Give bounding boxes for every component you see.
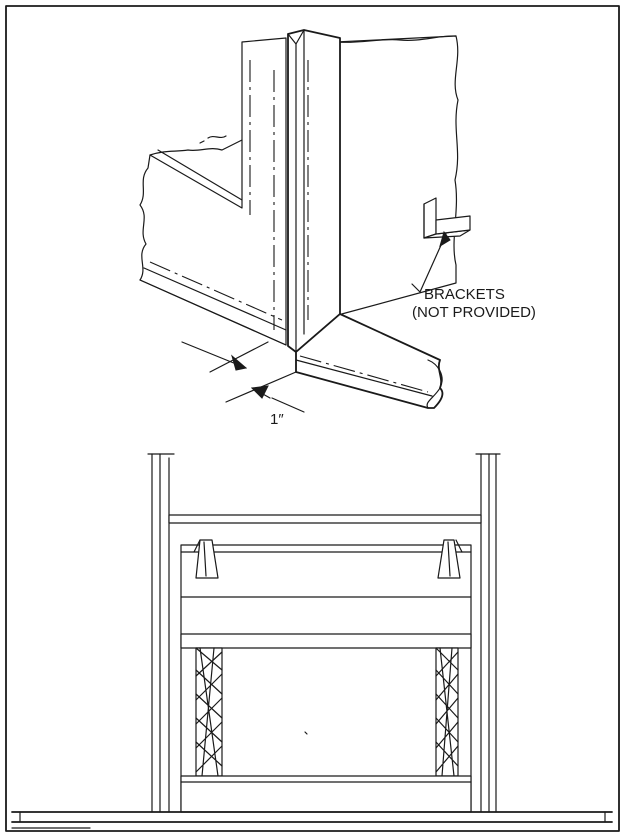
left-stud — [151, 453, 170, 813]
brackets-label-line1: BRACKETS — [424, 286, 505, 303]
left-panel-top-face — [149, 139, 243, 156]
dimension-callout — [181, 341, 305, 413]
floor-line — [11, 811, 613, 823]
bracket-arrowhead — [439, 230, 451, 248]
back-wall-top-edge — [335, 35, 457, 43]
front-elevation-view — [11, 453, 613, 829]
wall-bracket — [423, 197, 471, 239]
unit-top-rail — [180, 544, 472, 598]
isometric-stud-view: BRACKETS (NOT PROVIDED) 1″ — [139, 29, 536, 428]
left-insulation — [195, 647, 223, 777]
right-hanger-bracket — [437, 539, 463, 579]
header-track — [168, 514, 482, 524]
back-wall-panel — [335, 35, 459, 316]
right-stud — [480, 453, 497, 813]
left-hanger-bracket — [193, 539, 219, 579]
brackets-label-line2: (NOT PROVIDED) — [412, 304, 536, 321]
dimension-label: 1″ — [270, 411, 284, 428]
bracket-leader-line — [411, 233, 447, 293]
left-wall-panel — [139, 37, 287, 346]
right-insulation — [435, 647, 459, 777]
figure-frame — [5, 5, 620, 832]
